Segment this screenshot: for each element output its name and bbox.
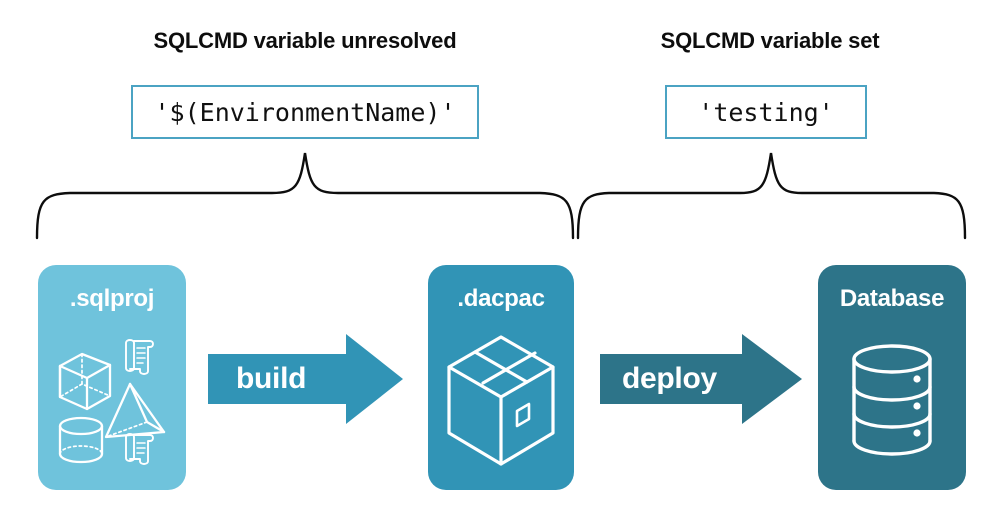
brace-group [35, 152, 967, 240]
scroll-icon [125, 339, 154, 375]
card-dacpac[interactable]: .dacpac [428, 265, 574, 490]
deploy-arrow-label: deploy [622, 362, 717, 395]
heading-build-group: SQLCMD variable unresolved [153, 28, 457, 53]
arrow-right-icon [600, 334, 802, 424]
curly-brace-left-icon [35, 152, 575, 240]
cylinder-wireframe-icon [58, 416, 104, 464]
database-cylinder-icon [852, 343, 932, 456]
card-database[interactable]: Database [818, 265, 966, 490]
card-sqlproj[interactable]: .sqlproj [38, 265, 186, 490]
code-chip-testing: 'testing' [665, 85, 867, 139]
code-chip-environment-name: '$(EnvironmentName)' [131, 85, 479, 139]
card-database-label: Database [839, 285, 945, 312]
curly-brace-right-icon [576, 152, 967, 240]
deploy-arrow: deploy [600, 334, 802, 424]
arrow-right-icon [208, 334, 403, 424]
build-arrow: build [208, 334, 403, 424]
package-box-icon [447, 334, 555, 466]
heading-deploy-group: SQLCMD variable set [660, 28, 880, 53]
scroll-icon [125, 433, 154, 465]
card-sqlproj-label: .sqlproj [69, 285, 155, 312]
card-sqlproj-art [38, 313, 186, 490]
pyramid-wireframe-icon [104, 382, 166, 439]
cube-wireframe-icon [58, 352, 112, 411]
sqlproj-icons-group [58, 339, 166, 465]
build-arrow-label: build [236, 362, 307, 395]
card-dacpac-label: .dacpac [457, 285, 545, 312]
card-dacpac-art [428, 313, 574, 490]
card-database-art [818, 313, 966, 490]
